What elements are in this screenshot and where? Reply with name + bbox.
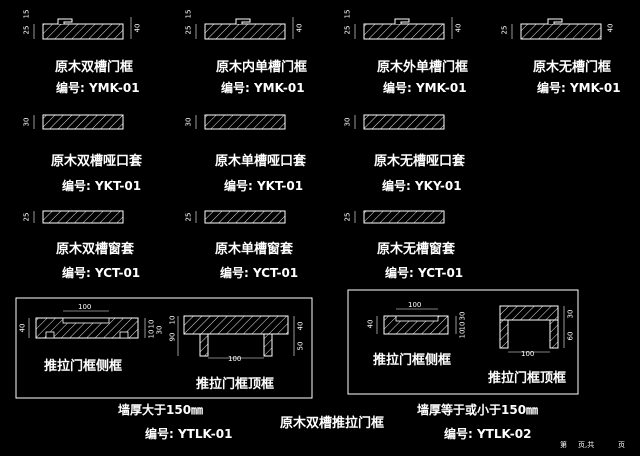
dimension-value: 30 xyxy=(458,311,467,321)
sliding-frame-code: 编号: YTLK-02 xyxy=(444,427,532,441)
dimension-value: 15 xyxy=(343,9,352,19)
side-frame-label: 推拉门框侧框 xyxy=(44,359,123,374)
profile-ykt-double xyxy=(33,114,124,130)
dimension-value: 15 xyxy=(22,9,31,19)
dimension-value: 40 xyxy=(296,321,305,331)
profile-name: 原木双槽门框 xyxy=(55,60,134,75)
dimension-value: 40 xyxy=(133,23,142,33)
dimension-value: 30 xyxy=(184,117,193,127)
profile-code: 编号: YCT-01 xyxy=(220,266,299,280)
ytlk01-side-frame xyxy=(28,310,146,339)
dimension-value: 60 xyxy=(566,331,575,341)
profile-name: 原木单槽窗套 xyxy=(215,242,294,257)
dimension-value: 90 xyxy=(168,332,177,342)
wall-thickness-caption: 墙厚等于或小于150㎜ xyxy=(417,403,539,417)
profile-ykt-single xyxy=(195,114,286,130)
profile-code: 编号: YMK-01 xyxy=(221,81,305,95)
profile-name: 原木双槽哑口套 xyxy=(51,154,143,169)
dimension-value: 25 xyxy=(184,25,193,35)
profile-code: 编号: YKY-01 xyxy=(382,179,462,193)
profile-code: 编号: YKT-01 xyxy=(62,179,142,193)
profile-code: 编号: YMK-01 xyxy=(56,81,140,95)
profile-ymk-no-groove xyxy=(511,18,602,40)
page-number-label: 第 xyxy=(560,441,567,449)
profile-yct-double xyxy=(33,210,124,224)
dimension-value: 30 xyxy=(155,325,164,335)
dimension-value: 25 xyxy=(22,25,31,35)
profile-ymk-outer-groove xyxy=(354,17,453,40)
profile-code: 编号: YMK-01 xyxy=(383,81,467,95)
profile-name: 原木无槽窗套 xyxy=(377,242,456,257)
profile-code: 编号: YKT-01 xyxy=(224,179,304,193)
profile-ymk-double-groove xyxy=(33,17,132,40)
dimension-value: 10 xyxy=(147,329,156,339)
sliding-frame-code: 编号: YTLK-01 xyxy=(145,427,233,441)
dimension-value: 100 xyxy=(521,350,535,358)
profile-name: 原木外单槽门框 xyxy=(377,60,469,75)
wall-thickness-caption: 墙厚大于150㎜ xyxy=(118,403,204,417)
side-frame-label: 推拉门框侧框 xyxy=(373,353,452,368)
profile-yct-none xyxy=(354,210,445,224)
dimension-value: 30 xyxy=(566,309,575,319)
dimension-value: 40 xyxy=(454,23,463,33)
dimension-value: 40 xyxy=(366,319,375,329)
dimension-value: 25 xyxy=(343,25,352,35)
dimension-value: 25 xyxy=(184,212,193,222)
page-end-label: 页 xyxy=(618,441,625,449)
dimension-value: 25 xyxy=(343,212,352,222)
dimension-value: 15 xyxy=(184,9,193,19)
profile-ymk-inner-groove xyxy=(195,17,294,40)
top-frame-label: 推拉门框顶框 xyxy=(196,377,275,392)
dimension-value: 40 xyxy=(295,23,304,33)
dimension-value: 10 xyxy=(458,329,467,339)
profile-name: 原木双槽窗套 xyxy=(56,242,135,257)
profile-name: 原木内单槽门框 xyxy=(216,60,308,75)
profile-name: 原木无槽门框 xyxy=(533,60,612,75)
dimension-value: 10 xyxy=(168,315,177,325)
profile-code: 编号: YCT-01 xyxy=(385,266,464,280)
page-total-label: 页,共 xyxy=(578,441,595,449)
sliding-frame-panel-right xyxy=(347,289,579,395)
dimension-value: 30 xyxy=(343,117,352,127)
ytlk01-top-frame xyxy=(177,315,295,359)
dimension-value: 10 xyxy=(147,319,156,329)
dimension-value: 40 xyxy=(18,323,27,333)
dimension-value: 100 xyxy=(228,355,242,363)
dimension-value: 100 xyxy=(408,301,422,309)
profile-name: 原木无槽哑口套 xyxy=(374,154,466,169)
dimension-value: 25 xyxy=(500,25,509,35)
dimension-value: 40 xyxy=(606,23,615,33)
top-frame-label: 推拉门框顶框 xyxy=(488,371,567,386)
profile-name: 原木单槽哑口套 xyxy=(215,154,307,169)
profile-yct-single xyxy=(195,210,286,224)
dimension-value: 25 xyxy=(22,212,31,222)
sliding-frame-panel-left xyxy=(15,297,313,399)
profile-yky-none xyxy=(354,114,445,130)
ytlk02-top-frame xyxy=(499,305,565,353)
dimension-value: 50 xyxy=(296,341,305,351)
profile-code: 编号: YMK-01 xyxy=(537,81,621,95)
ytlk02-side-frame xyxy=(376,308,457,335)
profile-code: 编号: YCT-01 xyxy=(62,266,141,280)
dimension-value: 100 xyxy=(78,303,92,311)
dimension-value: 30 xyxy=(22,117,31,127)
sheet-title: 原木双槽推拉门框 xyxy=(280,416,385,431)
